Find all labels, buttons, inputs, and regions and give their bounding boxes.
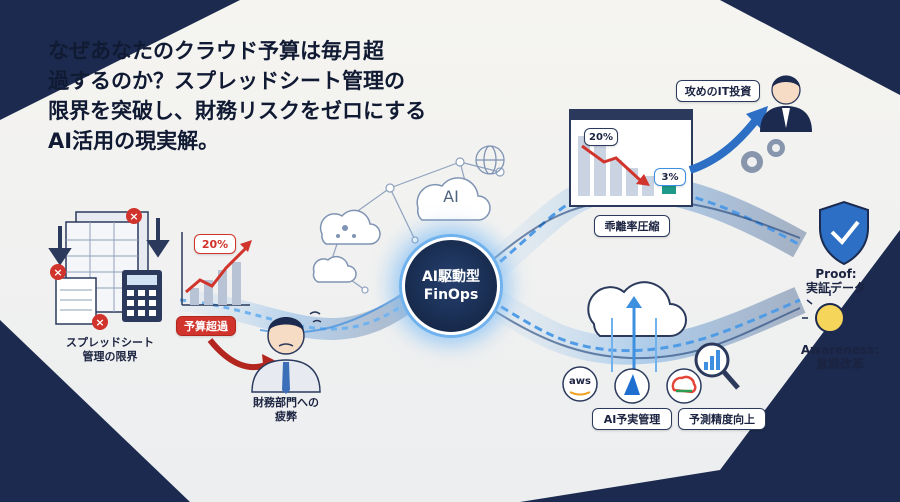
headline-line-2: 過するのか？スプレッドシート管理の: [48, 69, 405, 93]
ai-cloud-text: AI: [443, 187, 459, 206]
shield-check-icon: [819, 200, 869, 266]
svg-text:×: ×: [129, 210, 138, 223]
down-arrow-icon: [48, 218, 170, 266]
hub-line-2: FinOps: [423, 287, 479, 303]
awareness-label-line-1: Awareness:: [800, 343, 880, 357]
forecast-accuracy-label: 予測精度向上: [678, 408, 766, 430]
corner-top-left: [0, 0, 240, 120]
ai-cloud-icon: [416, 177, 491, 221]
ai-finops-hub: AI駆動型 FinOps: [402, 237, 500, 335]
globe-network-icon: [475, 145, 505, 175]
aws-logo-text: aws: [569, 376, 591, 387]
gap-reduction-label: 乖離率圧縮: [594, 215, 670, 237]
spreadsheet-label: スプレッドシート 管理の限界: [40, 336, 180, 364]
svg-text:×: ×: [53, 266, 62, 279]
finance-label: 財務部門への 疲弊: [236, 396, 336, 424]
dashboard-end-badge: 3%: [654, 168, 686, 186]
data-stream-lower: [482, 287, 806, 365]
cloud-upload-icon: [587, 281, 687, 372]
proof-label-line-2: 実証データ: [805, 281, 866, 295]
azure-logo-icon: [614, 368, 650, 404]
spreadsheet-label-line-2: 管理の限界: [82, 350, 138, 363]
corner-top-right: [720, 0, 900, 95]
ai-budget-management-label: AI予実管理: [592, 408, 672, 430]
gcp-logo-icon: [666, 368, 702, 404]
cloud-small-icon: [312, 255, 357, 283]
calculator-icon: [122, 270, 162, 322]
strategic-it-investment-label: 攻めのIT投資: [676, 80, 760, 102]
overrun-tag: 予算超過: [176, 316, 236, 336]
svg-text:×: ×: [95, 316, 104, 329]
stressed-person-icon: [251, 311, 322, 394]
gear-icon: [741, 139, 785, 173]
error-x-icon: × × ×: [50, 208, 142, 330]
awareness-label-line-2: 意識改革: [815, 357, 864, 371]
cloud-network-icon: [319, 209, 381, 245]
cost-percent-badge: 20%: [194, 234, 236, 254]
dashboard-window: [569, 109, 693, 207]
hub-line-1: AI駆動型: [421, 269, 481, 285]
proof-label-line-1: Proof:: [815, 267, 857, 281]
headline-line-1: なぜあなたのクラウド予算は毎月超: [48, 39, 384, 63]
corner-bottom-left: [0, 320, 190, 502]
finance-label-line-1: 財務部門への: [253, 396, 319, 409]
aws-logo-icon: [562, 366, 598, 402]
lightbulb-icon: [802, 290, 858, 340]
dashboard-start-badge: 20%: [584, 128, 618, 146]
magnifier-chart-icon: [694, 342, 740, 390]
corner-bottom-right: [520, 230, 900, 502]
businessman-icon: [760, 75, 812, 132]
spreadsheet-label-line-1: スプレッドシート: [66, 336, 154, 349]
rising-cost-chart: [181, 232, 252, 306]
proof-label: Proof: 実証データ: [786, 267, 886, 295]
awareness-label: Awareness: 意識改革: [786, 343, 894, 371]
headline-line-3: 限界を突破し、財務リスクをゼロにする: [48, 99, 427, 123]
headline: なぜあなたのクラウド予算は毎月超 過するのか？スプレッドシート管理の 限界を突破…: [48, 36, 448, 156]
headline-line-4: AI活用の現実解。: [48, 129, 220, 153]
finance-label-line-2: 疲弊: [275, 410, 297, 423]
